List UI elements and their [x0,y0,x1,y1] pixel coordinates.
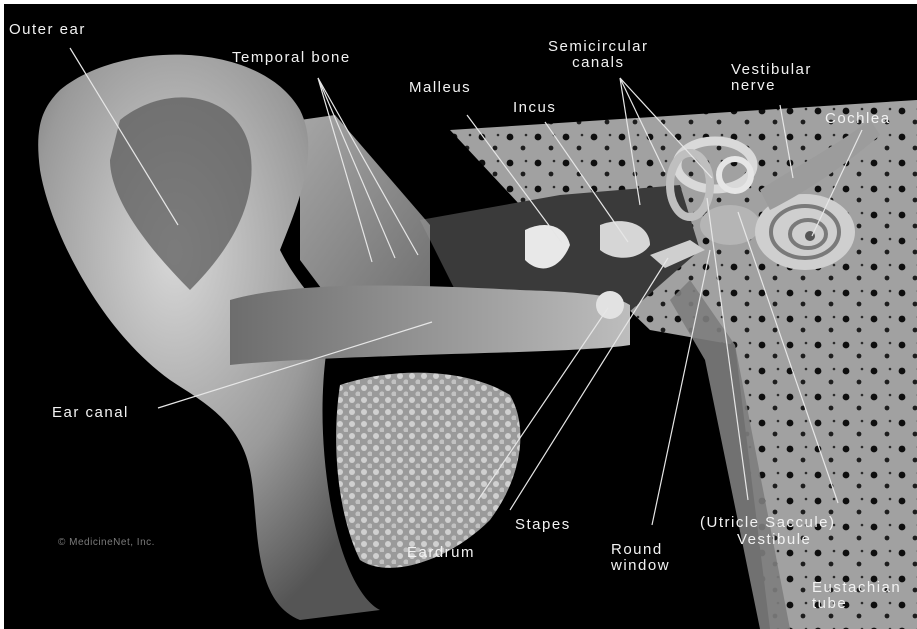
copyright-credit: © MedicineNet, Inc. [58,537,155,548]
label-vestibule: Vestibule [737,532,811,548]
label-cochlea: Cochlea [825,111,891,127]
label-temporal-bone: Temporal bone [232,50,351,66]
label-stapes: Stapes [515,517,571,533]
label-outer-ear: Outer ear [9,22,86,38]
label-vestibular-nerve: Vestibular nerve [731,62,812,94]
label-ear-canal: Ear canal [52,405,129,421]
label-utricle-saccule: (Utricle Saccule) [700,515,836,531]
label-incus: Incus [513,100,556,116]
eardrum-shape [596,291,624,319]
label-round-window: Round window [611,542,670,574]
label-semicircular-canals: Semicircular canals [548,39,649,71]
label-eardrum: Eardrum [407,545,475,561]
label-malleus: Malleus [409,80,471,96]
label-eustachian-tube: Eustachian tube [812,580,901,612]
